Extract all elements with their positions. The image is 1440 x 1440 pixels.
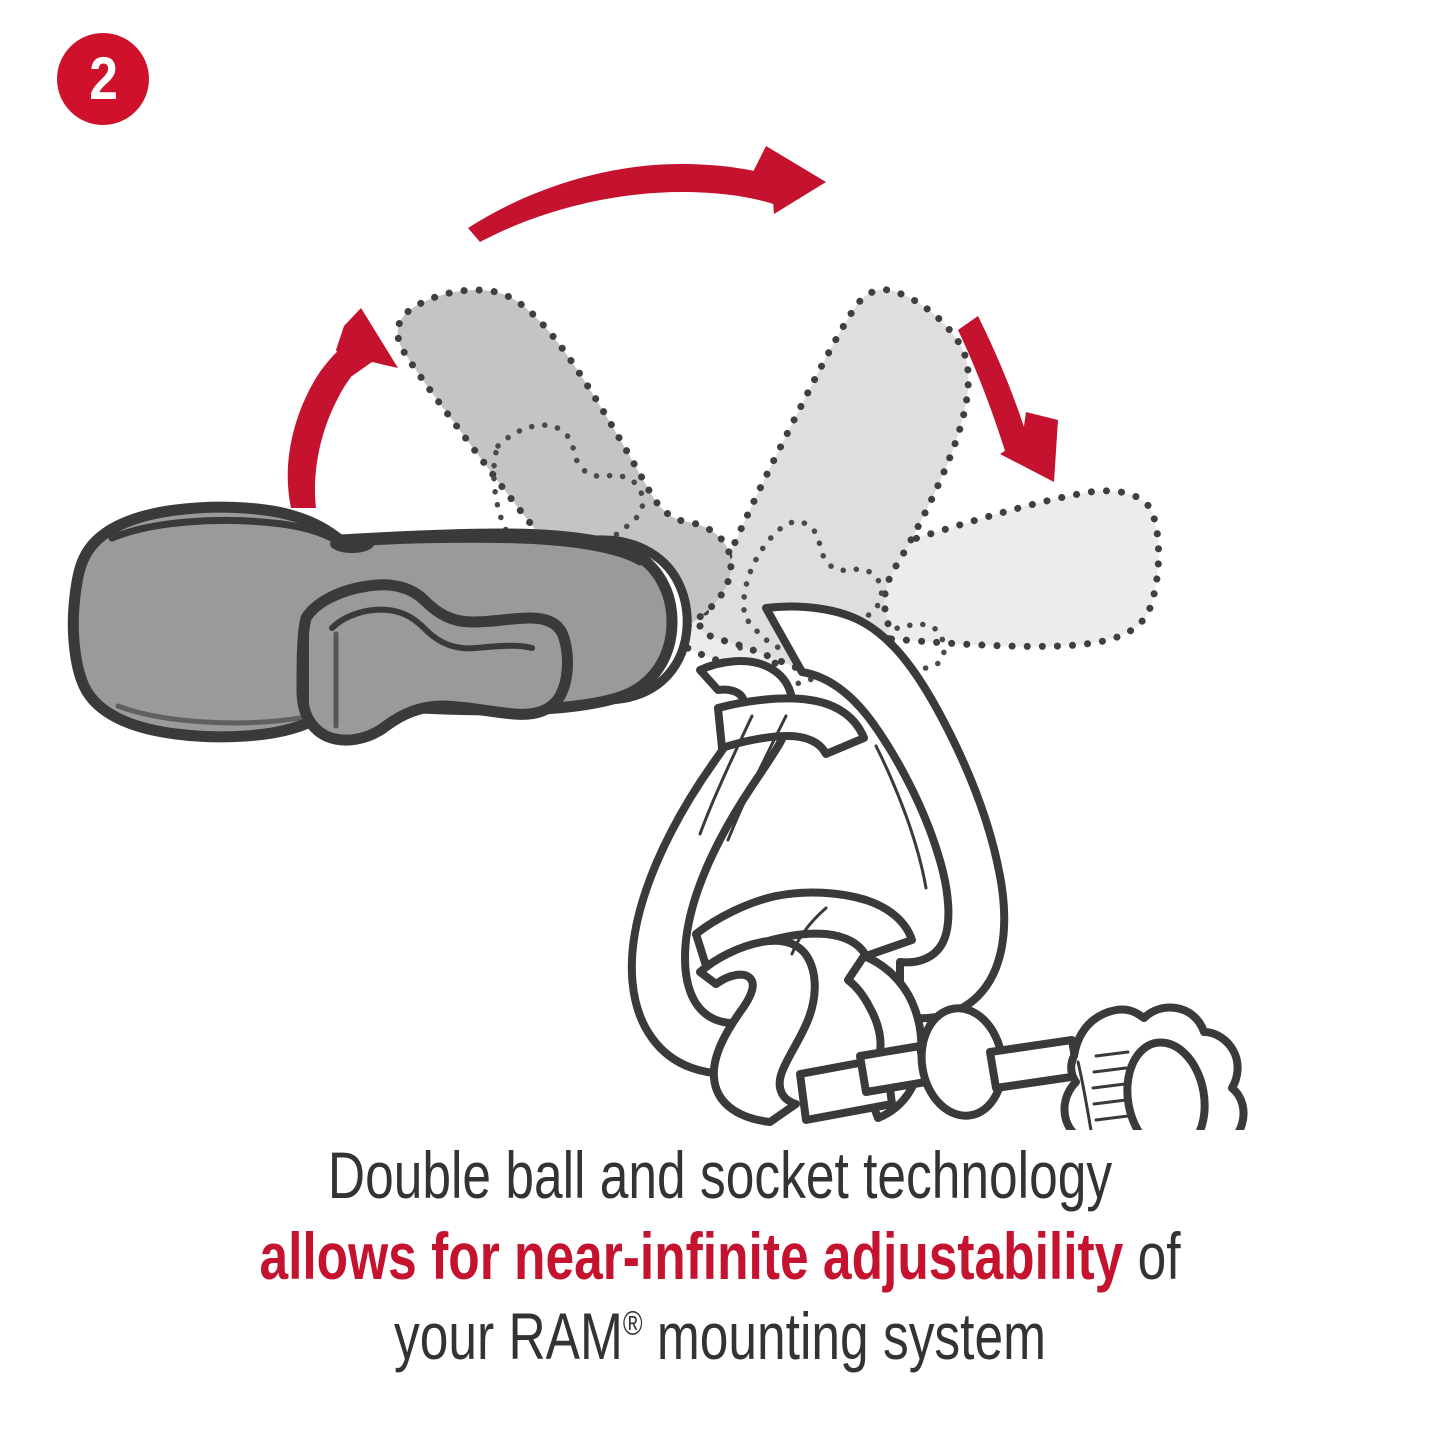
ghost-arm-upper-left-outline	[394, 286, 735, 658]
rotation-arrow-top	[468, 146, 826, 242]
step-number-label: 2	[89, 45, 118, 112]
step-number-badge: 2	[57, 33, 149, 125]
ghost-arm-upper-right	[696, 286, 972, 685]
caption-line-2: allows for near-infinite adjustability o…	[158, 1216, 1281, 1297]
caption-emphasis: allows for near-infinite adjustability	[259, 1218, 1124, 1293]
product-illustration: .ghost-edge { fill: none; stroke: #3f3f3…	[0, 110, 1440, 1130]
arm-ridge-bump	[330, 535, 374, 553]
caption-line-2-tail: of	[1123, 1218, 1181, 1293]
arm-knob-relief	[329, 606, 535, 652]
rotation-arrow-left	[287, 308, 398, 508]
clamp-knob-face	[1123, 1038, 1209, 1130]
clamp-bolt-assembly	[856, 1003, 1248, 1130]
rotation-arrow-right	[958, 316, 1058, 482]
ghost-arm-right-outline	[634, 487, 1162, 670]
arm-tightening-knob	[296, 579, 573, 746]
ghost-arm-upper-right-knob	[741, 518, 885, 658]
illustration-svg: .ghost-edge { fill: none; stroke: #3f3f3…	[67, 146, 1248, 1130]
caption-line-3: your RAM® mounting system	[158, 1296, 1281, 1377]
caption-line-1-text: Double ball and socket technology	[327, 1138, 1113, 1212]
clamp-bolt-shaft	[856, 1042, 930, 1096]
ghost-arm-upper-left-knob	[491, 422, 646, 578]
clamp-knob-knurling	[1091, 1050, 1130, 1122]
caption-block: Double ball and socket technology allows…	[0, 1135, 1440, 1377]
caption-line-3-before: your RAM	[393, 1299, 623, 1374]
arm-knob-body	[296, 579, 573, 746]
caption-line-3-after: mounting system	[642, 1299, 1047, 1374]
caption-line-1: Double ball and socket technology	[158, 1135, 1281, 1216]
registered-trademark-icon: ®	[622, 1304, 643, 1343]
